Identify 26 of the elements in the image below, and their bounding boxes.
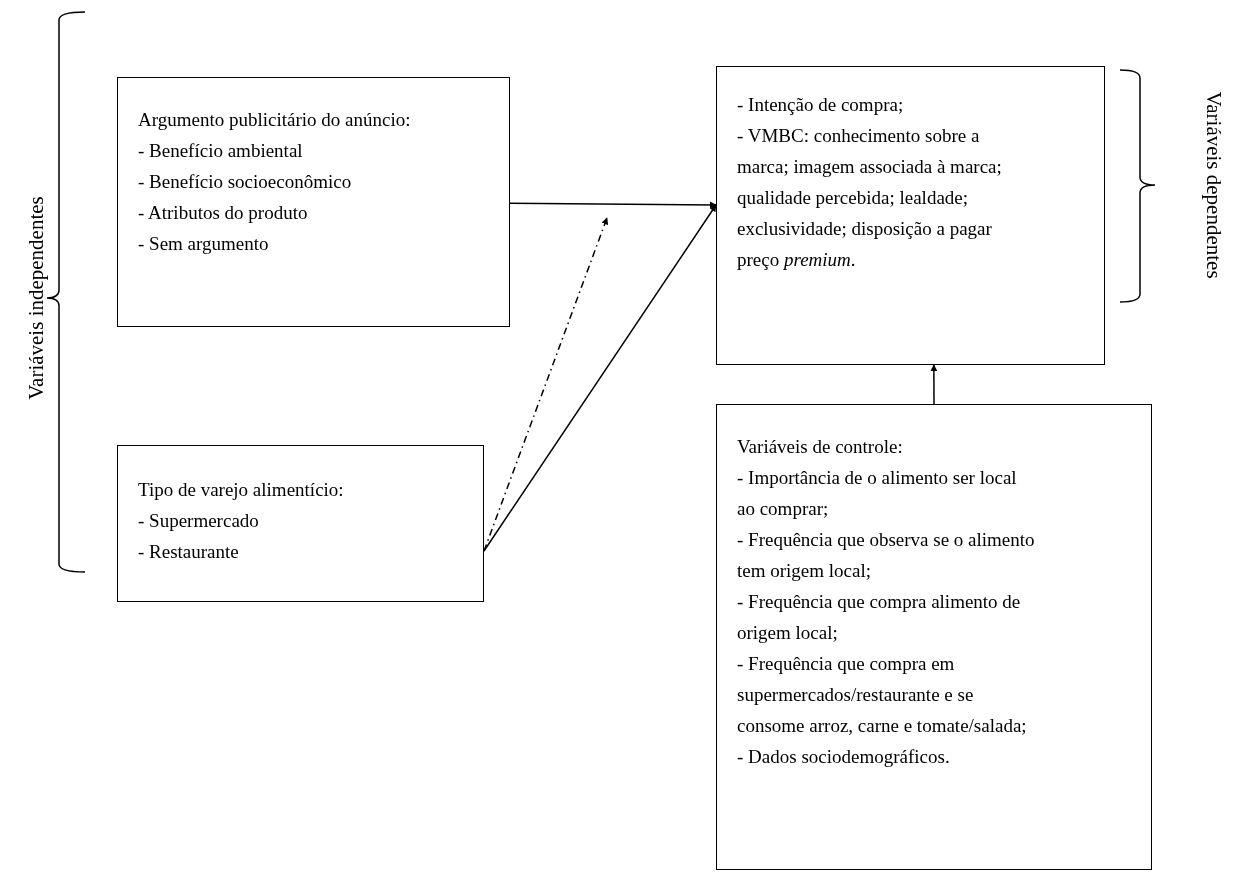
text-box	[716, 66, 1105, 365]
arrow	[483, 204, 717, 552]
list-item: - Atributos do produto	[138, 201, 309, 225]
box-text: - Intenção de compra;	[737, 93, 905, 117]
bracket-label: Variáveis dependentes	[1200, 91, 1227, 279]
list-item: - Restaurante	[138, 540, 240, 564]
list-item: - VMBC: conhecimento sobre a marca; imagem associada à marca; qualidade percebida; lealdade; exclusividade; disposição a pagar preço premium.	[737, 124, 1003, 272]
list-item: - Benefício socioeconômico	[138, 170, 353, 194]
box-text: Argumento publicitário do anúncio:	[138, 108, 412, 132]
text-box	[716, 404, 1152, 870]
list-item: - Dados sociodemográficos.	[737, 745, 951, 769]
arrow	[483, 217, 609, 552]
box-text: Tipo de varejo alimentício:	[138, 478, 345, 502]
list-item: - Frequência que compra em supermercados/restaurante e se consome arroz, carne e tomate/salada;	[737, 652, 1028, 738]
list-item: - Frequência que compra alimento de origem local;	[737, 590, 1022, 645]
list-item: - Benefício ambiental	[138, 139, 304, 163]
list-item: - Supermercado	[138, 509, 260, 533]
list-item: - Sem argumento	[138, 232, 270, 256]
text-box	[117, 445, 484, 602]
list-item: - Importância de o alimento ser local ao comprar;	[737, 466, 1018, 521]
arrow	[509, 201, 717, 209]
list-item: - Frequência que observa se o alimento tem origem local;	[737, 528, 1035, 583]
text-box	[117, 77, 510, 327]
box-text: Variáveis de controle:	[737, 435, 904, 459]
arrow	[930, 364, 938, 405]
bracket-label: Variáveis independentes	[23, 196, 50, 400]
